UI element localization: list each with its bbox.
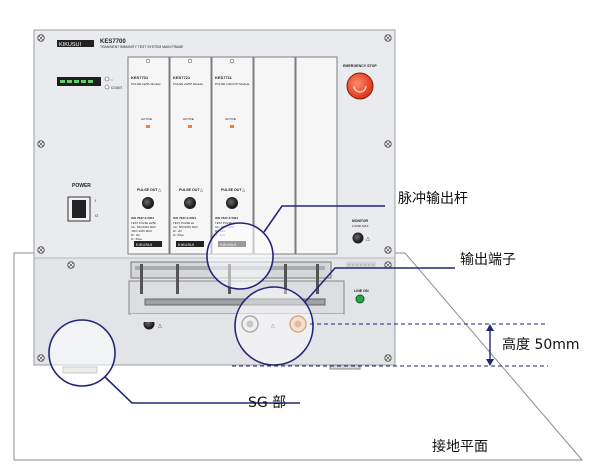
module-desc: PULSE 2a/5P Module xyxy=(173,82,203,86)
line-on-lamp xyxy=(355,294,365,304)
module-warning-icon: △ xyxy=(242,187,246,192)
power-off-mark: O xyxy=(95,213,98,218)
label-height: 高度 50mm xyxy=(502,337,580,353)
indicator-lamp-1 xyxy=(104,76,110,82)
callout-circle-terminal xyxy=(234,286,314,366)
module-spec-line: Ua : 50V/100V MAX xyxy=(131,225,156,229)
module-active-lamp xyxy=(146,125,150,128)
module-slot-frames xyxy=(127,56,338,255)
brand-text: KIKUSUI xyxy=(59,42,81,48)
label-sg-part: SG 部 xyxy=(248,395,287,411)
foot-right xyxy=(329,364,361,370)
module-spec-line: TEST PULSE 2a xyxy=(173,221,194,225)
emergency-stop-button[interactable] xyxy=(346,72,374,100)
label-pulse-output-rod: 脉冲输出杆 xyxy=(398,191,468,207)
model-name: KES7700 xyxy=(100,39,126,45)
module-standard: ISO 7637-2:2004 xyxy=(131,216,154,220)
indicator-label-1: ○ xyxy=(111,78,113,82)
callout-circle-sg xyxy=(48,319,116,387)
module-spec-line: td : 50μs xyxy=(173,233,184,237)
monitor-label: MONITOR xyxy=(352,219,368,223)
module-screw xyxy=(145,58,151,64)
module-active-label: ACTIVE xyxy=(141,117,152,121)
module-model: KES7721 xyxy=(173,75,191,80)
module-pulse-out-connector[interactable] xyxy=(226,197,238,209)
power-on-mark: I xyxy=(95,198,96,203)
terminal-warning-icon: △ xyxy=(271,323,275,329)
module-pulse-out-label: PULSE OUT xyxy=(137,188,158,192)
sg-warning-icon: △ xyxy=(158,323,162,329)
module-spec-line: TEST PULSE 2a/5b xyxy=(131,221,156,225)
model-subtitle: TRANSIENT IMMUNITY TEST SYSTEM MAIN FRAM… xyxy=(100,45,184,49)
module-standard: ISO 7637-2:2004 xyxy=(173,216,196,220)
line-on-label: LINE ON xyxy=(354,289,369,293)
brand-logo xyxy=(57,40,94,47)
module-warning-icon: △ xyxy=(158,187,162,192)
label-output-terminal: 输出端子 xyxy=(460,252,516,268)
monitor-connector[interactable] xyxy=(352,232,364,244)
module-pulse-out-connector[interactable] xyxy=(184,197,196,209)
display-segments xyxy=(60,80,93,83)
monitor-warning-icon: △ xyxy=(366,236,370,242)
module-active-lamp xyxy=(188,125,192,128)
module-logo xyxy=(134,241,162,247)
indicator-label-2: COUNT xyxy=(111,86,122,90)
module-active-label: ACTIVE xyxy=(225,117,236,121)
module-warning-icon: △ xyxy=(200,187,204,192)
module-screw xyxy=(187,58,193,64)
callout-circle-rod xyxy=(206,222,274,290)
module-screw xyxy=(229,58,235,64)
module-active-lamp xyxy=(230,125,234,128)
module-pulse-out-label: PULSE OUT xyxy=(221,188,242,192)
module-pulse-out-label: PULSE OUT xyxy=(179,188,200,192)
module-logo-text: KIKUSUI xyxy=(178,242,194,247)
module-logo-text: KIKUSUI xyxy=(136,242,152,247)
module-model: KES7711 xyxy=(215,75,233,80)
module-spec-line: Ri : 2Ω xyxy=(131,233,140,237)
module-spec-line: Ua : 50V/100V MAX xyxy=(173,225,198,229)
callout-line-sg xyxy=(104,376,300,404)
callout-line-terminal xyxy=(304,267,455,303)
module-spec-line: td : 50μs xyxy=(131,237,142,241)
module-pulse-out-connector[interactable] xyxy=(142,197,154,209)
module-model: KES7701 xyxy=(131,75,149,80)
module-desc: PULSE 2a/5b Module xyxy=(131,82,161,86)
power-label: POWER xyxy=(72,183,91,189)
module-standard: ISO 7637-2:2004 xyxy=(215,216,238,220)
module-spec-line: Ri : 2Ω xyxy=(173,229,182,233)
module-spec-line: TEST PULSE 1 xyxy=(215,221,235,225)
module-active-label: ACTIVE xyxy=(183,117,194,121)
emergency-stop-label: EMERGENCY STOP xyxy=(343,64,377,68)
module-desc: PULSE 1/2b/3 IP Module xyxy=(215,82,250,86)
grille-strip xyxy=(346,262,376,268)
label-ground-plane: 接地平面 xyxy=(432,439,488,455)
module-spec-line: -50V/-100V MAX xyxy=(131,229,152,233)
indicator-lamp-2 xyxy=(104,84,110,90)
monitor-sublabel: 1/1000 MAX xyxy=(352,224,369,228)
callout-line-rod xyxy=(263,205,385,233)
module-logo xyxy=(176,241,204,247)
